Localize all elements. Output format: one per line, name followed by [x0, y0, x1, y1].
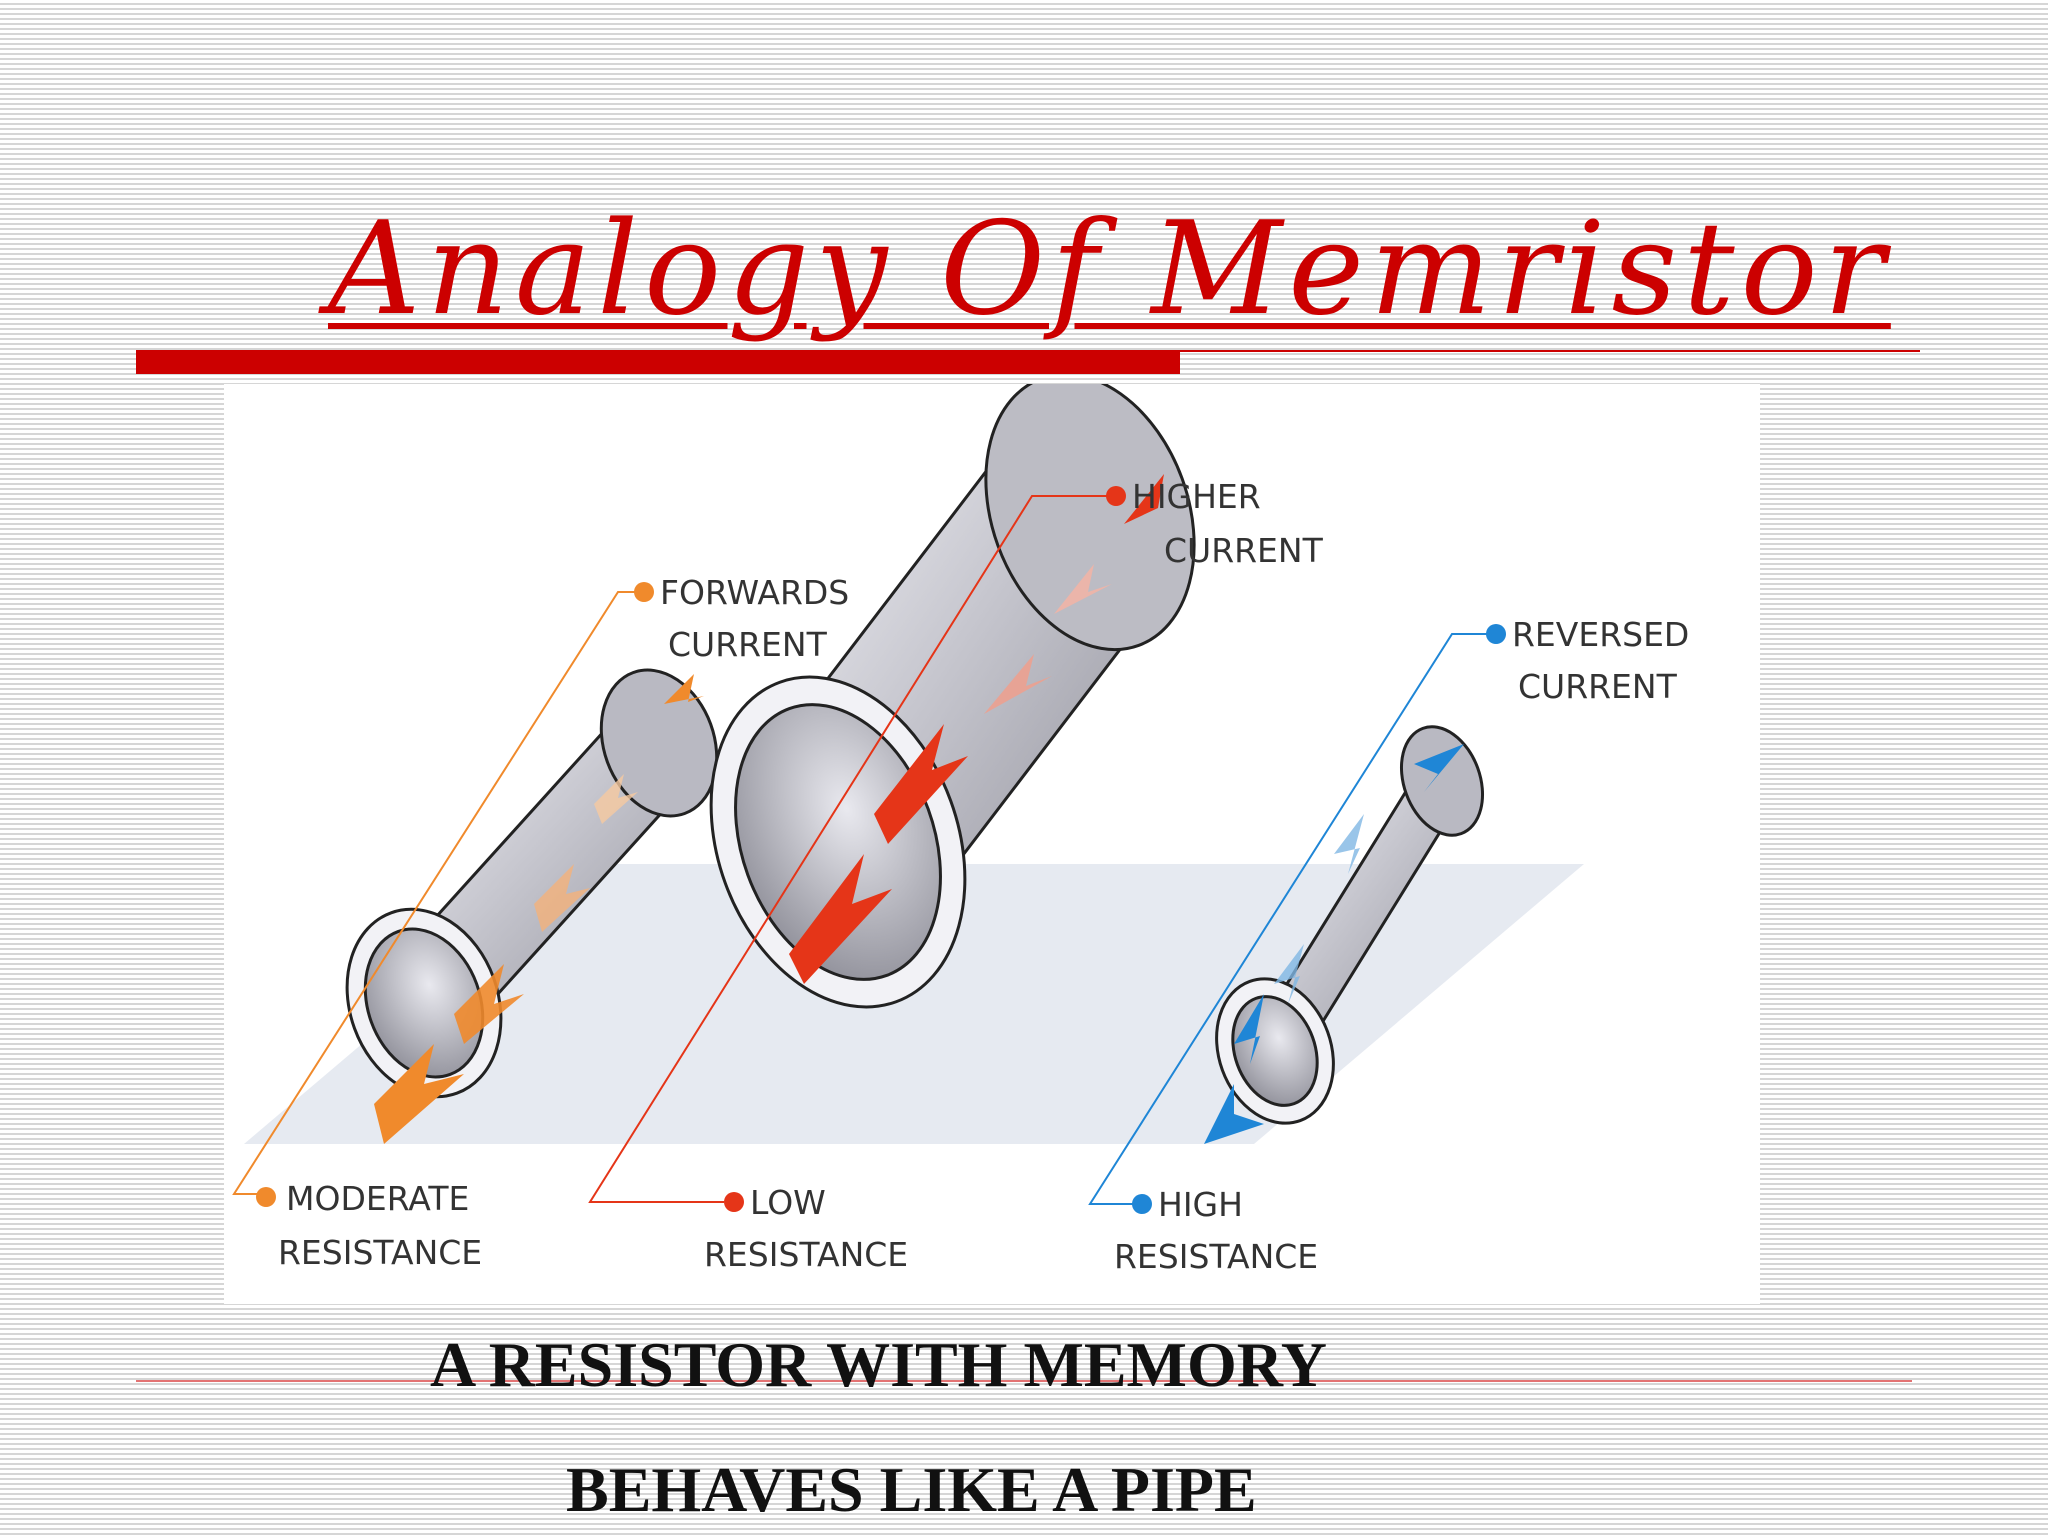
moderate-resistance-dot [256, 1187, 276, 1207]
forwards-current-label-line2: CURRENT [668, 625, 828, 664]
caption-divider [136, 1380, 1912, 1382]
low-resistance-pipe [709, 384, 1196, 1009]
slide-title: Analogy Of Memristor [328, 195, 1891, 344]
low-resistance-leader [588, 495, 1114, 1203]
forwards-current-dot [634, 582, 654, 602]
higher-current-label-line1: HIGHER [1132, 477, 1261, 516]
high-resistance-dot [1132, 1194, 1152, 1214]
forwards-current-label-line1: FORWARDS [660, 573, 849, 612]
higher-current-label-line2: CURRENT [1164, 531, 1324, 570]
moderate-resistance-pipe [345, 668, 719, 1144]
caption-line-2: BEHAVES LIKE A PIPE [566, 1454, 1257, 1525]
high-resistance-label-line1: HIGH [1158, 1185, 1243, 1224]
low-resistance-label-line1: LOW [750, 1183, 826, 1222]
pipe-illustration: FORWARDS CURRENT MODERATE RESISTANCE HIG… [232, 384, 1689, 1276]
moderate-resistance-label-line1: MODERATE [286, 1179, 469, 1218]
low-resistance-label-line2: RESISTANCE [704, 1235, 908, 1274]
caption-line-1: A RESISTOR WITH MEMORY [430, 1329, 1327, 1400]
title-accent-bar [136, 350, 1180, 374]
low-resistance-dot [724, 1192, 744, 1212]
reversed-current-label-line1: REVERSED [1512, 615, 1689, 654]
reversed-current-dot [1486, 624, 1506, 644]
high-resistance-leader [1088, 633, 1494, 1205]
forwards-current-leader [232, 591, 644, 1195]
moderate-resistance-label-line2: RESISTANCE [278, 1233, 482, 1272]
memristor-pipe-diagram: FORWARDS CURRENT MODERATE RESISTANCE HIG… [224, 384, 1760, 1304]
high-resistance-label-line2: RESISTANCE [1114, 1237, 1318, 1276]
high-resistance-pipe [1204, 725, 1485, 1144]
higher-current-dot [1106, 486, 1126, 506]
reversed-current-label-line2: CURRENT [1518, 667, 1678, 706]
title-accent-line [1180, 350, 1920, 352]
